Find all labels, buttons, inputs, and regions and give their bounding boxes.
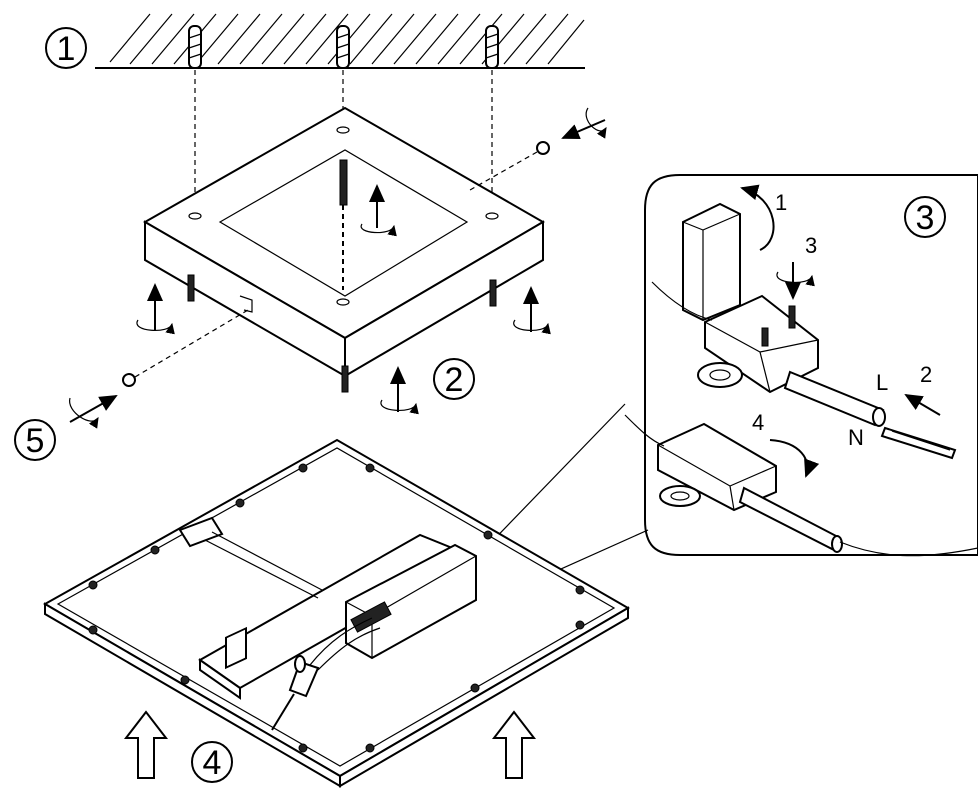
cable-end (880, 426, 957, 460)
wall-plug (188, 25, 202, 69)
svg-text:1: 1 (57, 30, 76, 68)
rotate-arrow (776, 262, 815, 300)
ceiling-hatching (109, 13, 585, 65)
live-wire-label: L (876, 370, 888, 395)
step-1-label: 1 (45, 27, 87, 69)
screw (339, 159, 348, 290)
step-4-label: 4 (191, 741, 233, 783)
screw (489, 279, 497, 307)
substep-3-label: 3 (805, 233, 817, 258)
substep-4-label: 4 (752, 410, 764, 435)
push-up-arrow (491, 710, 537, 779)
step-2-label: 2 (433, 358, 475, 400)
svg-text:2: 2 (445, 361, 464, 399)
mounting-bracket (178, 516, 224, 548)
insert-arrow (904, 393, 941, 416)
step-3-label: 3 (904, 196, 946, 238)
panel-screw-dots (88, 463, 585, 753)
substep-1-label: 1 (775, 190, 787, 215)
rotate-arrow (380, 366, 419, 415)
rotate-arrow (513, 286, 551, 335)
strain-relief-clamp (624, 414, 978, 557)
screw (341, 365, 349, 393)
wall-plug (336, 25, 350, 69)
power-connector (271, 617, 381, 731)
step-5-label: 5 (14, 419, 56, 461)
svg-text:4: 4 (203, 744, 222, 782)
push-up-arrow (123, 710, 169, 779)
led-panel (42, 438, 630, 788)
wall-plug (485, 25, 499, 69)
led-driver (345, 543, 477, 660)
terminal-block (651, 202, 886, 427)
svg-text:3: 3 (916, 199, 935, 237)
rotate-arrow (740, 184, 775, 251)
rotate-arrow (360, 184, 397, 237)
screw (187, 274, 195, 302)
svg-text:5: 5 (26, 422, 45, 460)
substep-2-label: 2 (920, 362, 932, 387)
rotate-arrow (136, 283, 175, 335)
side-screw (69, 309, 249, 429)
ceiling-section (95, 13, 585, 215)
neutral-wire-label: N (848, 425, 864, 450)
side-screw (469, 107, 607, 191)
rotate-arrow (769, 439, 820, 478)
